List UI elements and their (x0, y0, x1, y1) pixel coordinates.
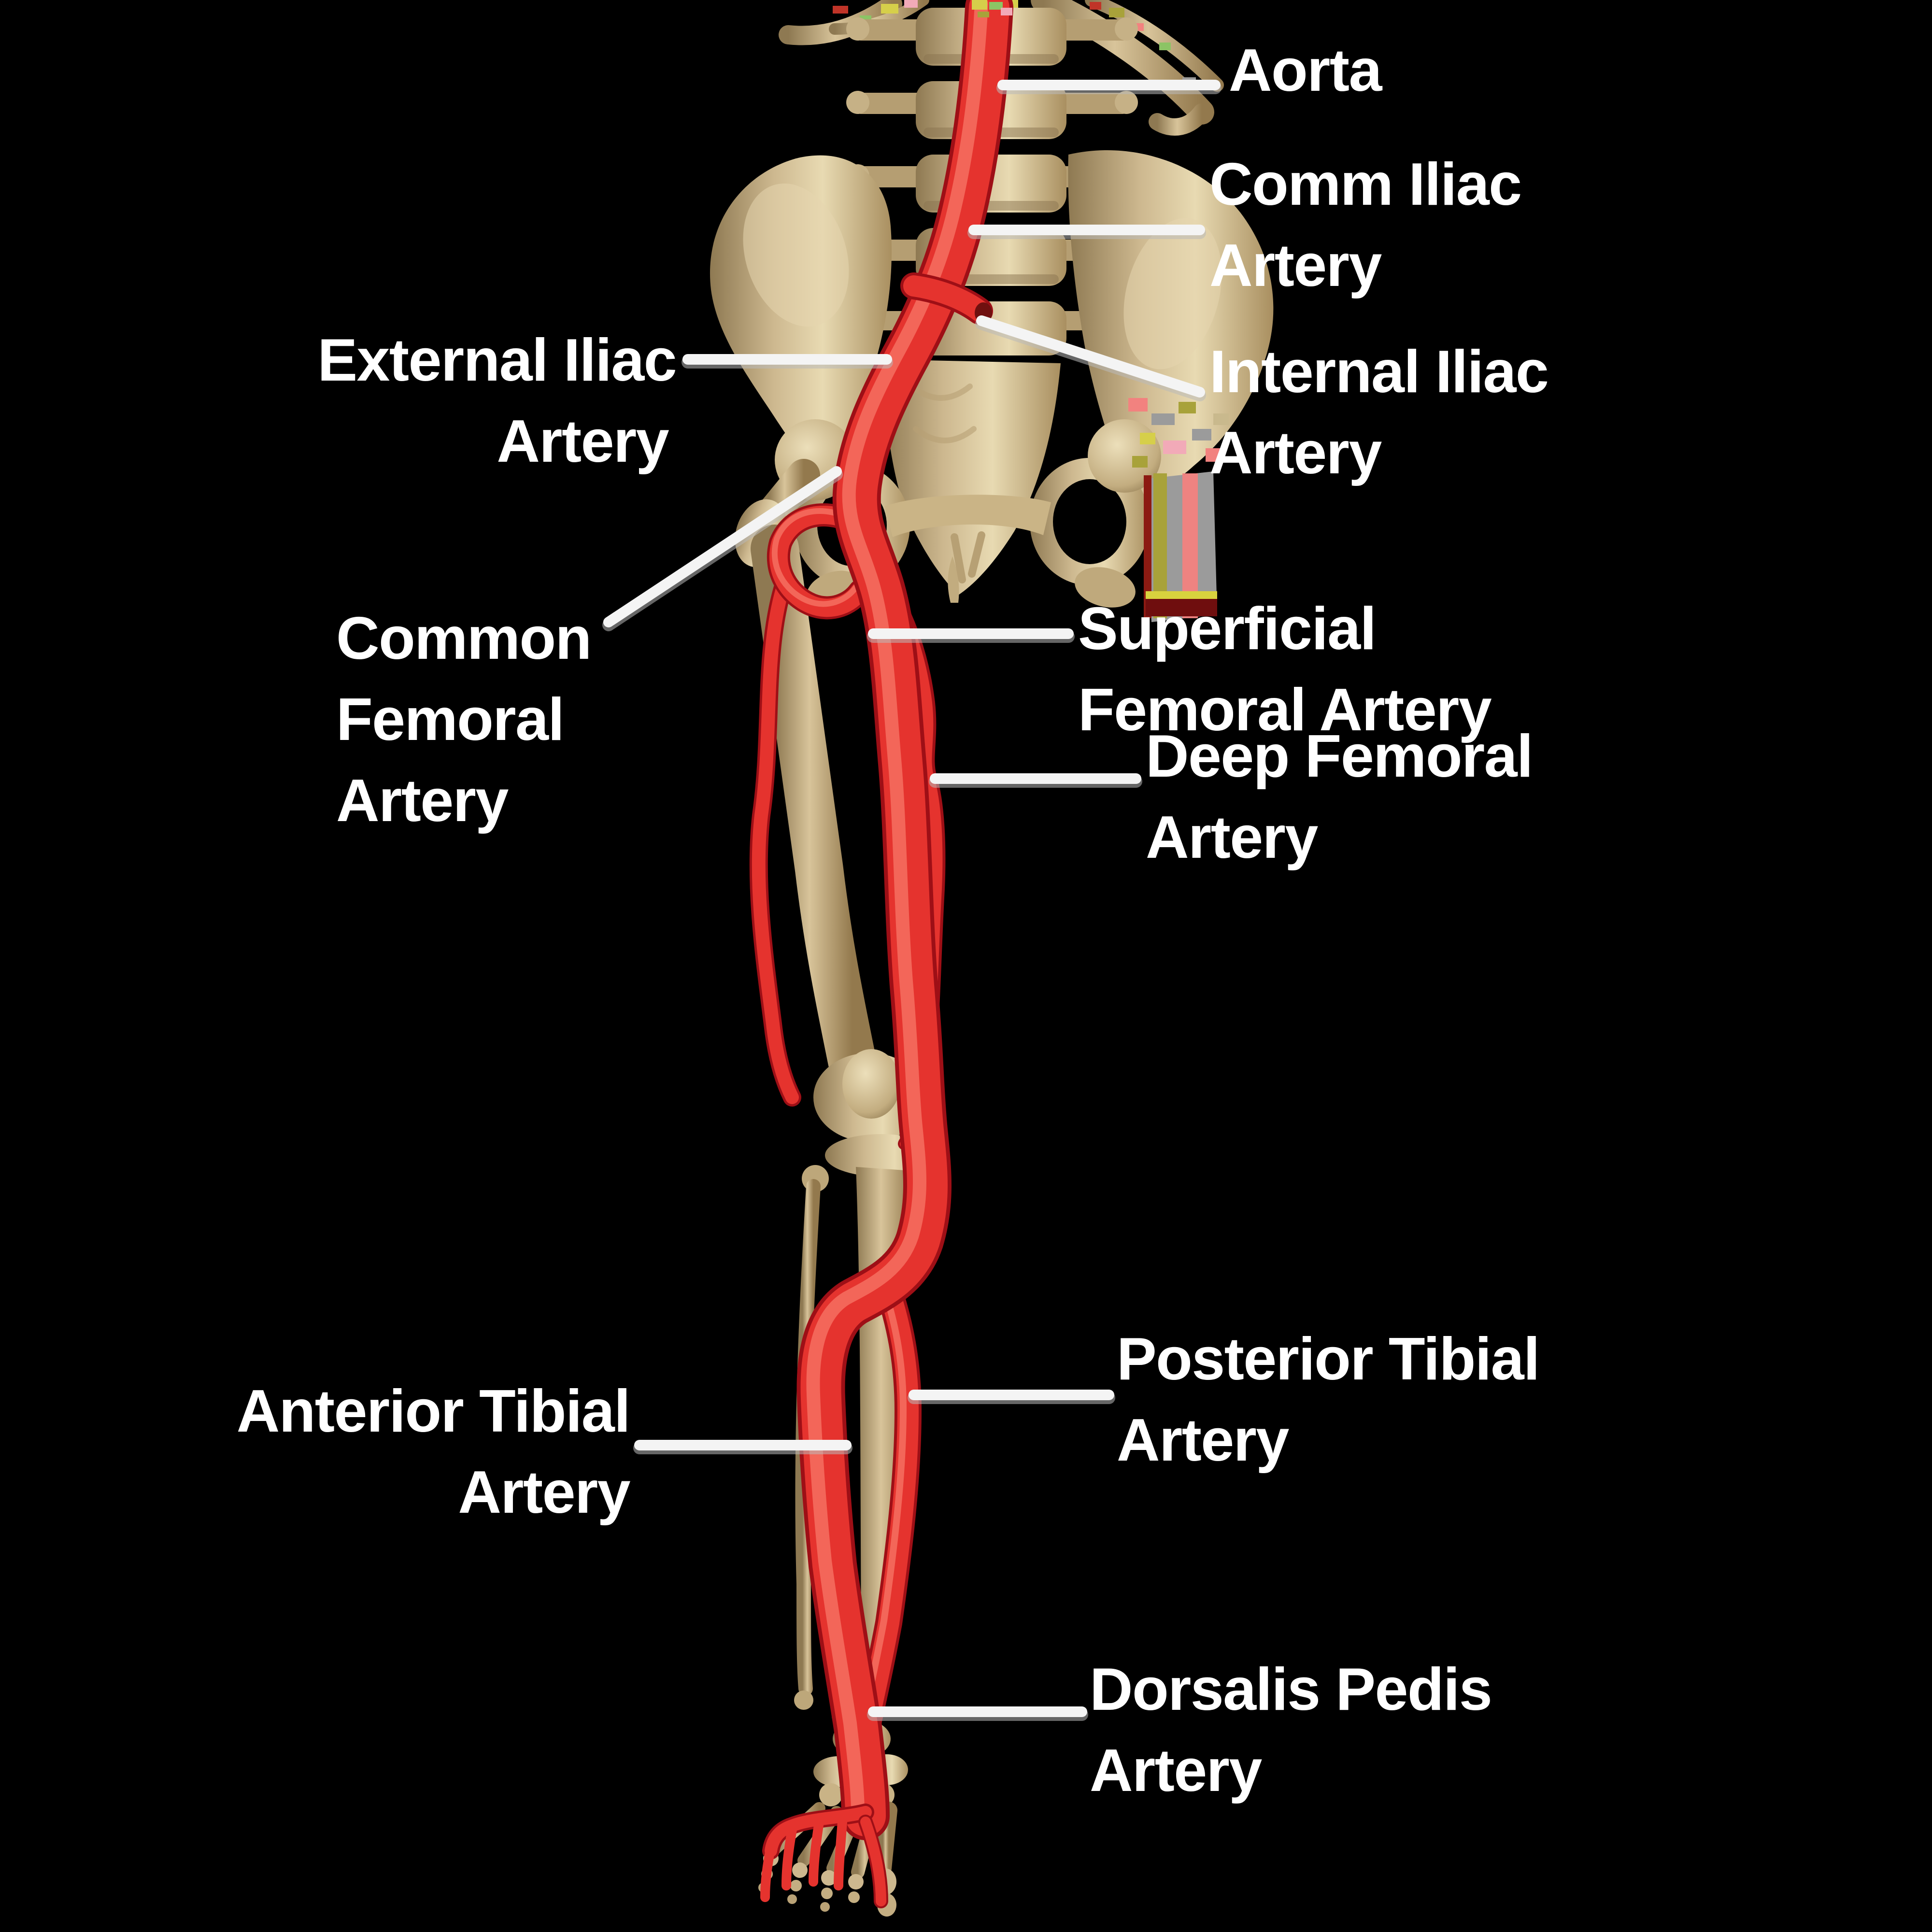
patella (842, 1049, 900, 1119)
svg-text:Femoral Artery: Femoral Artery (1078, 677, 1492, 743)
femur-glitch-specks (1128, 398, 1229, 468)
label-common-femoral-artery: Common Femoral Artery (336, 605, 592, 834)
coccyx (948, 556, 959, 603)
pubic-bridge (885, 495, 1051, 537)
svg-text:Dorsalis Pedis: Dorsalis Pedis (1090, 1656, 1492, 1723)
label-dorsalis-pedis-artery: Dorsalis Pedis Artery (1090, 1656, 1492, 1804)
label-posterior-tibial-artery: Posterior Tibial Artery (1117, 1326, 1540, 1474)
svg-text:Posterior Tibial: Posterior Tibial (1117, 1326, 1539, 1392)
label-anterior-tibial-artery: Anterior Tibial Artery (237, 1378, 632, 1526)
svg-text:Artery: Artery (497, 408, 669, 475)
svg-text:Internal Iliac: Internal Iliac (1209, 339, 1548, 405)
svg-text:Common: Common (336, 605, 591, 672)
svg-text:Femoral: Femoral (336, 686, 564, 753)
svg-text:Artery: Artery (336, 767, 509, 834)
svg-text:Artery: Artery (458, 1459, 630, 1526)
svg-text:Comm Iliac: Comm Iliac (1209, 151, 1521, 218)
svg-text:Artery: Artery (1117, 1407, 1289, 1474)
svg-text:Artery: Artery (1209, 232, 1382, 299)
fibula (794, 1165, 829, 1710)
svg-text:Artery: Artery (1209, 420, 1382, 486)
right-ischium (1075, 567, 1136, 608)
leader-lines (602, 80, 1222, 1721)
svg-text:Superficial: Superficial (1078, 596, 1376, 662)
label-aorta: Aorta (1229, 37, 1382, 104)
label-superficial-femoral-artery: Superficial Femoral Artery (1078, 596, 1492, 743)
rib-fragments (779, 0, 1224, 136)
label-external-iliac-artery: External Iliac Artery (317, 327, 677, 475)
sacrum (881, 359, 1061, 603)
internal-iliac-leader-line (976, 315, 1205, 398)
skeleton (710, 0, 1274, 1917)
aorta-cut-glitch (972, 0, 1012, 17)
svg-text:External Iliac: External Iliac (317, 327, 676, 394)
svg-text:Deep Femoral: Deep Femoral (1146, 723, 1533, 790)
svg-text:Anterior Tibial: Anterior Tibial (237, 1378, 630, 1445)
label-deep-femoral-artery: Deep Femoral Artery (1146, 723, 1533, 871)
label-internal-iliac-artery: Internal Iliac Artery (1209, 339, 1549, 486)
lateral-malleolus (794, 1690, 813, 1710)
svg-text:Artery: Artery (1146, 804, 1318, 871)
common-femoral-leader-line (603, 466, 842, 627)
svg-text:Artery: Artery (1090, 1737, 1262, 1804)
right-femur-truncated-glitch (1088, 398, 1229, 622)
label-comm-iliac-artery: Comm Iliac Artery (1209, 151, 1522, 299)
labels: Aorta Comm Iliac Artery External Iliac A… (237, 37, 1549, 1804)
